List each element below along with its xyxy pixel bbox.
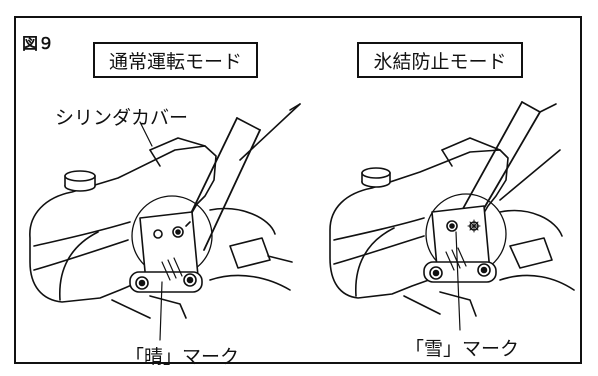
cylinder-cover-label: シリンダカバー (55, 107, 189, 129)
anti-freeze-mode-text: 氷結防止モード (373, 50, 507, 73)
snow-mark-label: 「雪」マーク (405, 338, 520, 360)
normal-mode-label: 通常運転モード (93, 42, 258, 78)
anti-freeze-mode-label: 氷結防止モード (357, 42, 523, 78)
sun-mark-label: 「晴」マーク (125, 346, 240, 368)
figure-number: 図９ (22, 34, 55, 53)
normal-mode-text: 通常運転モード (108, 50, 242, 73)
left-engine-drawing (29, 103, 301, 341)
right-engine-drawing (329, 101, 575, 331)
